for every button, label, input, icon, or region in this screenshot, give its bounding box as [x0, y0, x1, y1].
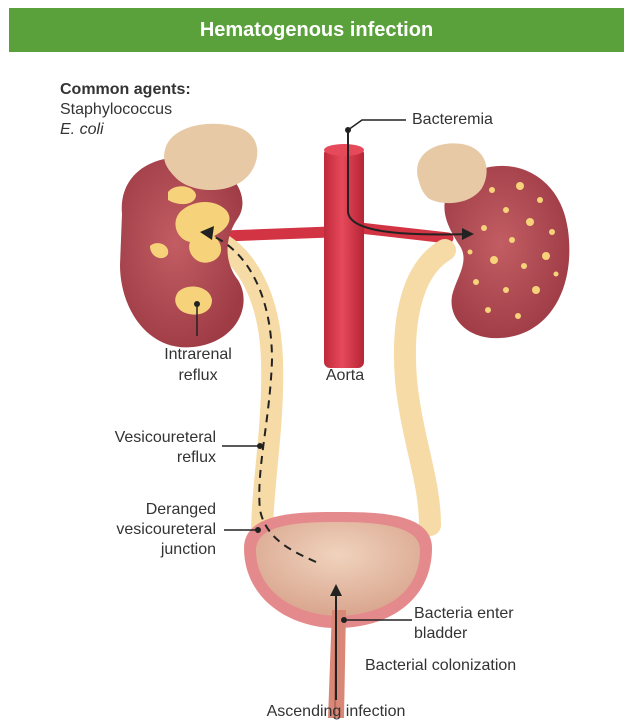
intrarenal-reflux-label-line1: Intrarenal	[130, 345, 266, 365]
vesicoureteral-reflux-label-line1: Vesicoureteral	[40, 428, 216, 448]
deranged-junction-label-line2: vesicoureteral	[40, 520, 216, 540]
intrarenal-reflux-label-line2: reflux	[130, 366, 266, 386]
left-renal-artery	[225, 232, 330, 236]
bacteria-enter-label-line2: bladder	[414, 624, 467, 644]
deranged-junction-label-line3: junction	[40, 540, 216, 560]
agents-heading: Common agents:	[60, 80, 191, 100]
bacteria-enter-label-line1: Bacteria enter	[414, 604, 514, 624]
agent-item: E. coli	[60, 120, 104, 140]
deranged-junction-label-line1: Deranged	[40, 500, 216, 520]
aorta-label: Aorta	[300, 366, 390, 386]
bacterial-colonization-label: Bacterial colonization	[365, 656, 516, 676]
bacteremia-leader	[348, 120, 406, 130]
bacteremia-label: Bacteremia	[412, 110, 493, 130]
aorta-top	[324, 144, 364, 156]
vesicoureteral-reflux-label-line2: reflux	[40, 448, 216, 468]
aorta-vessel	[324, 148, 364, 368]
ascending-infection-label: Ascending infection	[216, 702, 456, 722]
right-adrenal	[417, 143, 487, 203]
agent-item: Staphylococcus	[60, 100, 172, 120]
right-ureter	[405, 250, 445, 525]
